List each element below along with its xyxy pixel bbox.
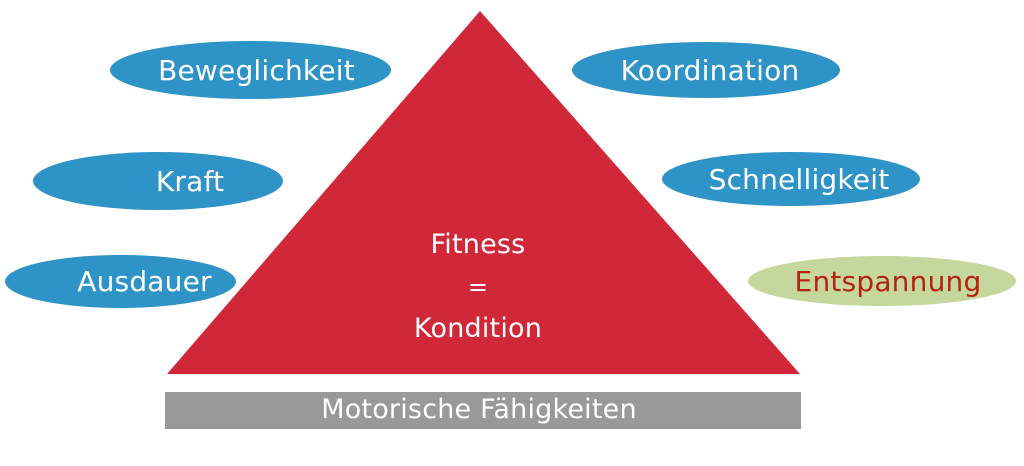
bubble-koordination[interactable]: Koordination <box>572 42 840 98</box>
bubble-label-schnelligkeit: Schnelligkeit <box>708 162 890 196</box>
center-label-line-1: Fitness <box>430 229 526 260</box>
base-bar: Motorische Fähigkeiten <box>165 392 801 429</box>
pyramid-center-label: Fitness = Kondition <box>378 224 578 350</box>
base-bar-label: Motorische Fähigkeiten <box>321 394 637 425</box>
bubble-label-beweglichkeit: Beweglichkeit <box>158 53 355 87</box>
bubble-label-ausdauer: Ausdauer <box>77 265 212 298</box>
bubble-label-entspannung: Entspannung <box>794 264 982 298</box>
bubble-beweglichkeit[interactable]: Beweglichkeit <box>110 41 391 99</box>
bubble-label-koordination: Koordination <box>620 53 800 87</box>
bubble-schnelligkeit[interactable]: Schnelligkeit <box>662 152 920 206</box>
bubble-kraft[interactable]: Kraft <box>33 152 283 210</box>
center-label-line-3: Kondition <box>413 313 543 344</box>
bubble-entspannung[interactable]: Entspannung <box>748 256 1016 306</box>
bubble-ausdauer[interactable]: Ausdauer <box>5 255 236 308</box>
bubble-label-kraft: Kraft <box>155 164 225 198</box>
center-label-equals: = <box>467 273 489 301</box>
